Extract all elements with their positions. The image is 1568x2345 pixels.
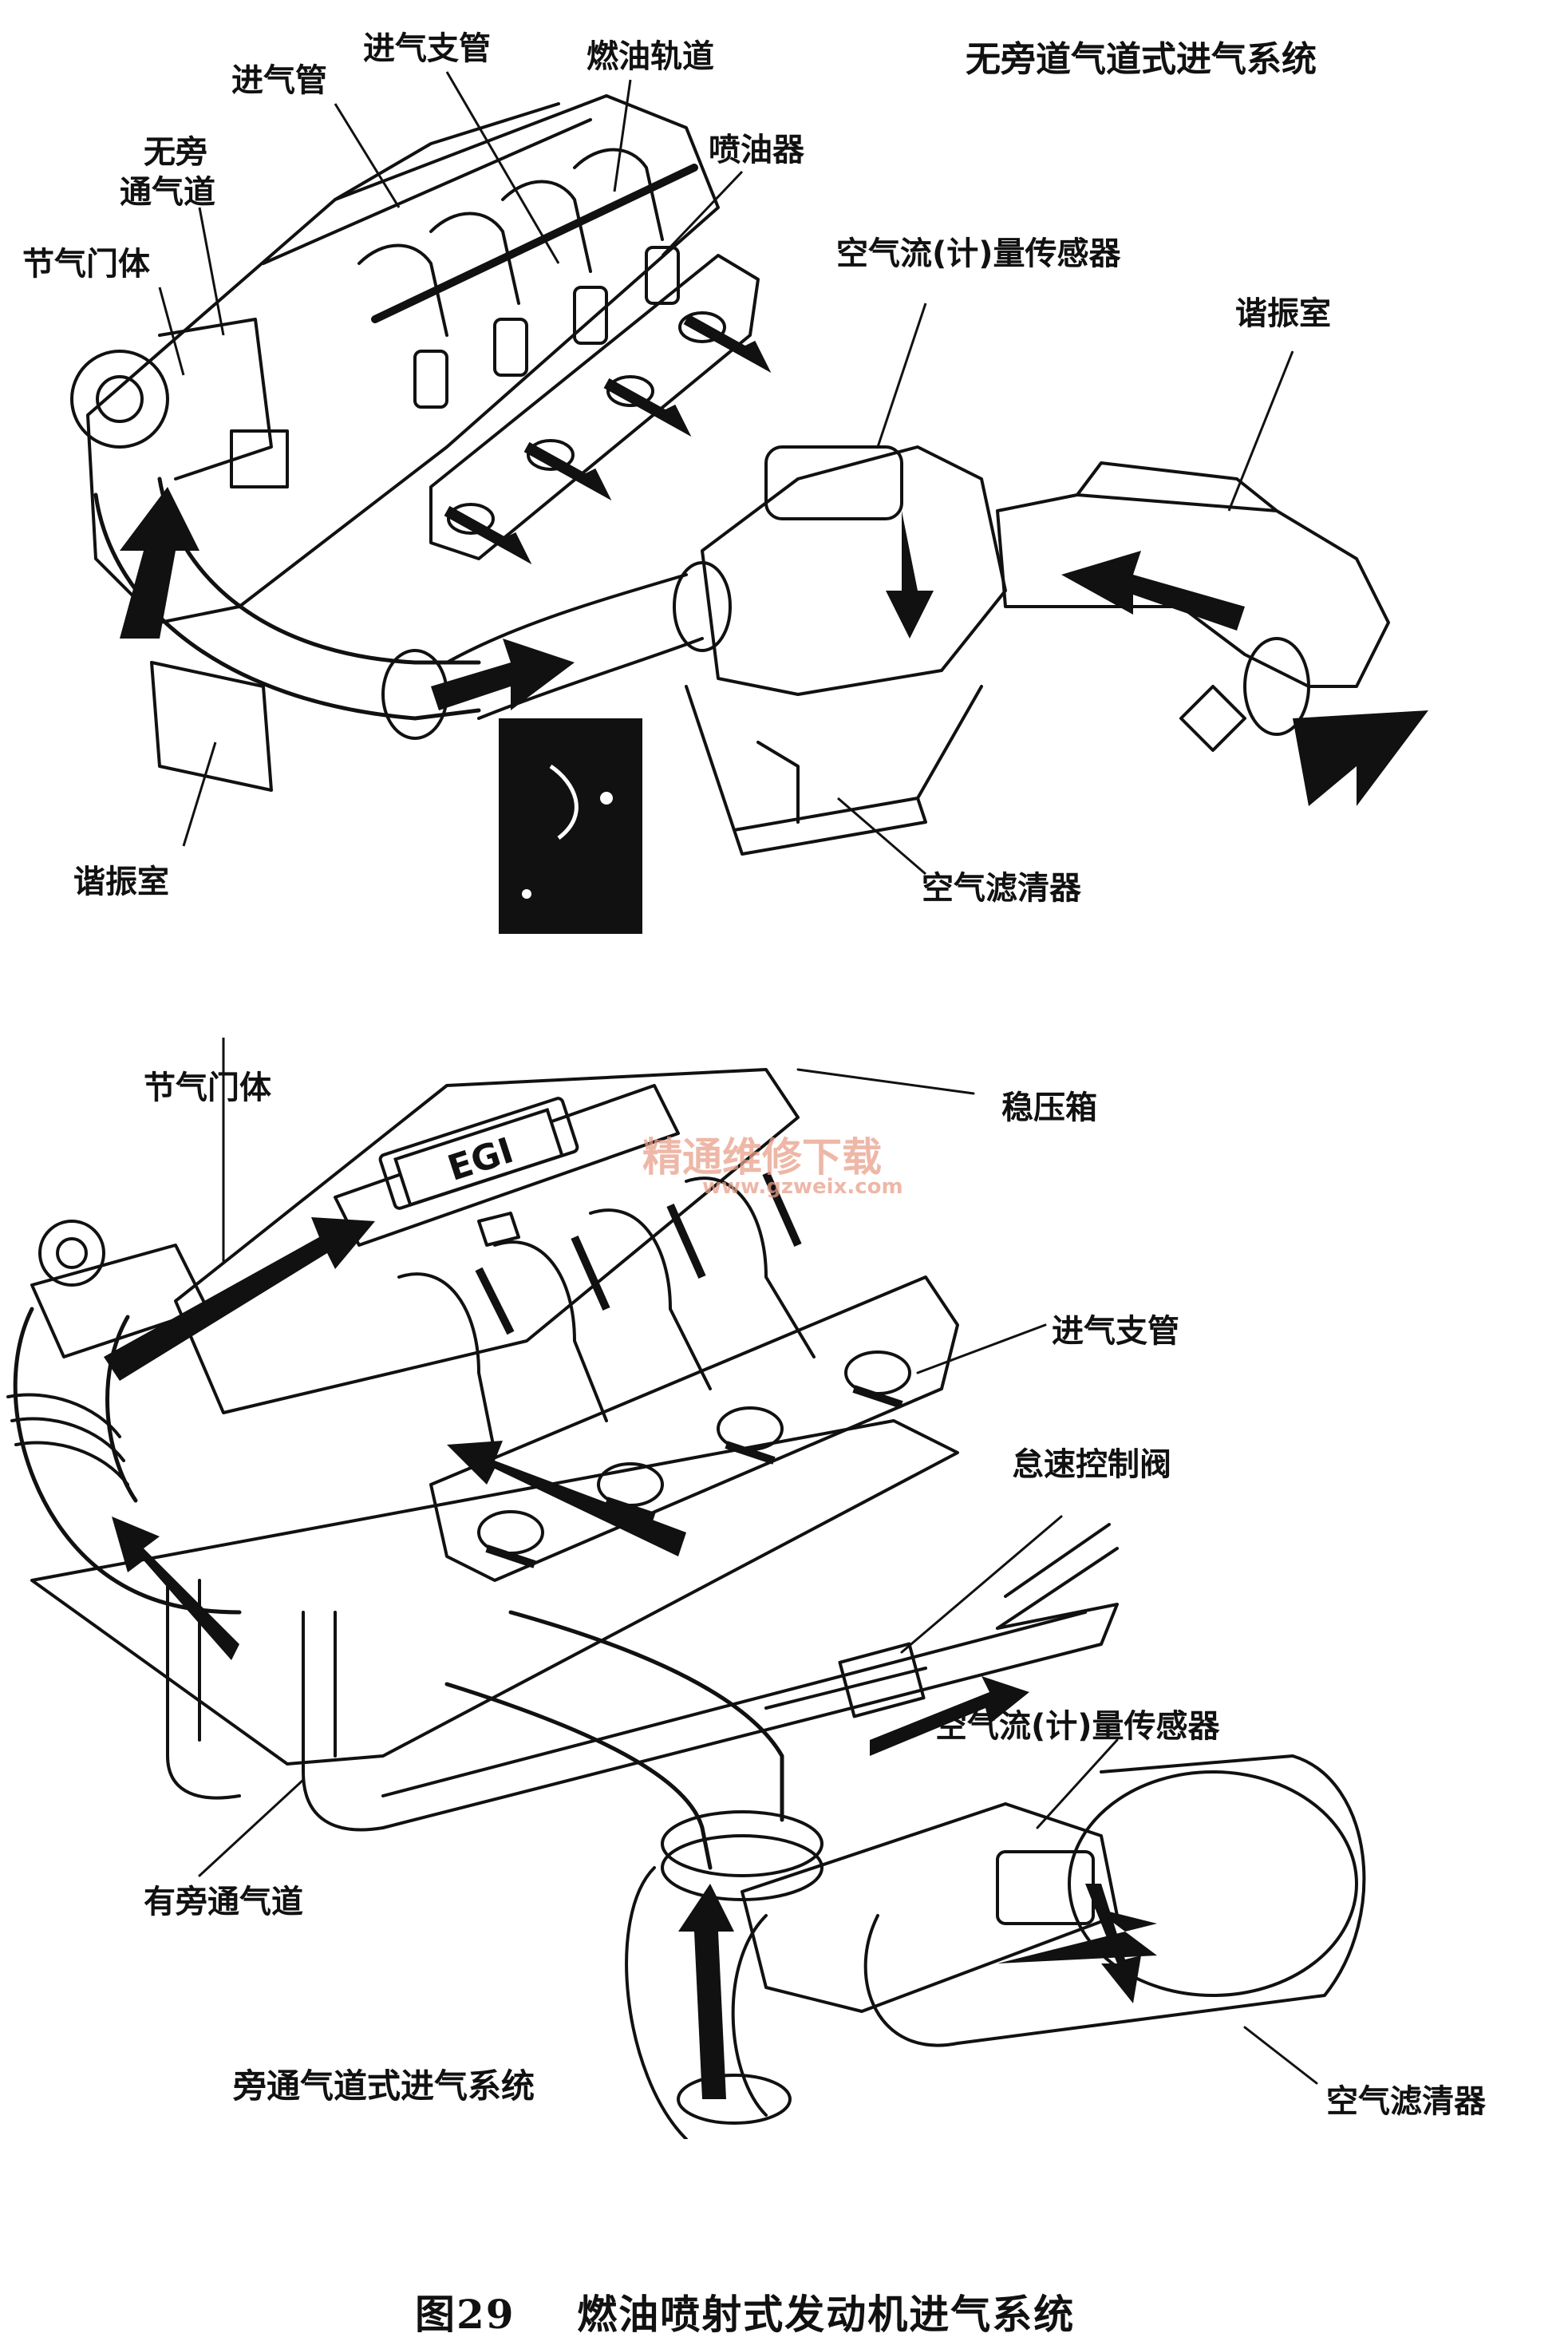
label-airflow-sensor-bottom: 空气流(计)量传感器 [935,1708,1220,1745]
top-engine-drawing [70,71,1428,934]
label-resonator-left: 谐振室 [73,864,169,900]
egi-badge [393,1108,564,1207]
surge-tank-outline [174,1068,800,1414]
label-intake-pipe: 进气管 [231,62,327,99]
label-bypass-passage: 有旁通气道 [144,1884,303,1920]
label-throttle-body-top: 节气门体 [22,246,150,283]
label-no-bypass-line2: 通气道 [120,174,215,211]
figure-caption: 图29 燃油喷射式发动机进气系统 [415,2291,1076,2338]
label-resonator-right: 谐振室 [1235,295,1331,332]
flow-arrow-return [447,1441,686,1556]
label-no-bypass-line1: 无旁 [144,134,207,171]
label-air-cleaner-top: 空气滤清器 [922,870,1081,907]
label-airflow-sensor-top: 空气流(计)量传感器 [836,235,1121,272]
label-intake-manifold-top: 进气支管 [363,30,491,67]
flow-arrow-throttle [120,487,199,639]
engine-body-outline [86,94,720,624]
watermark-line-2: www.gzweix.com [702,1175,903,1199]
label-idle-control-valve: 怠速控制阀 [1012,1446,1171,1483]
label-fuel-rail: 燃油轨道 [587,38,714,75]
label-surge-tank: 稳压箱 [1001,1089,1097,1126]
watermark-line-1: 精通维修下载 [642,1134,882,1180]
flow-arrow-inlet [1293,710,1428,806]
label-throttle-body-bottom: 节气门体 [144,1070,271,1106]
label-injector: 喷油器 [709,132,804,168]
top-diagram-title: 无旁道气道式进气系统 [966,39,1317,80]
flow-arrow-hose [431,639,575,710]
bottom-diagram-title: 旁通气道式进气系统 [233,2066,535,2106]
label-air-cleaner-bottom: 空气滤清器 [1326,2083,1486,2120]
flow-arrow-resonator [1061,551,1245,631]
bottom-engine-drawing: EGI [6,1038,1366,2139]
label-intake-manifold-bottom: 进气支管 [1052,1313,1179,1350]
